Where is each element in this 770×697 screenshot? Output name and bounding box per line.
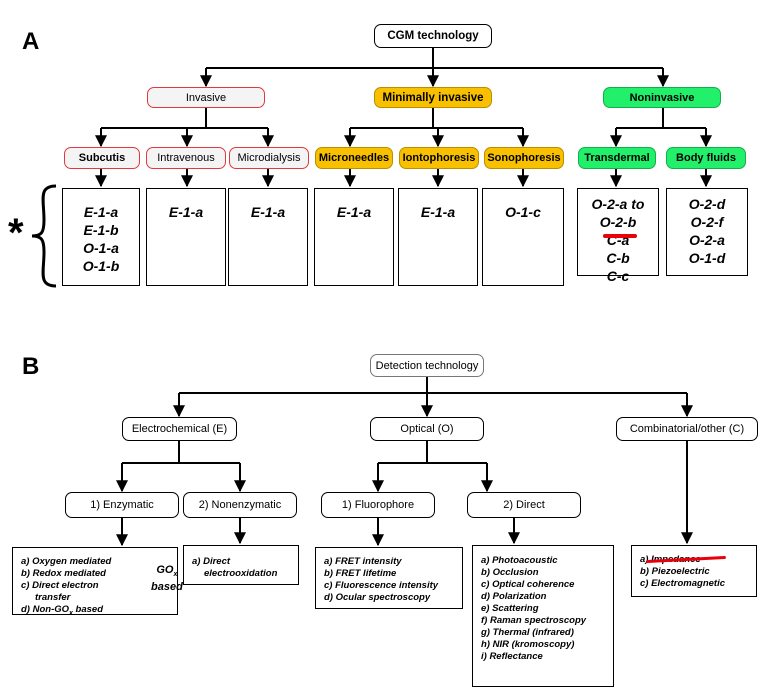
- list-item: d) Polarization: [481, 591, 547, 602]
- body-fluids-codes: O-2-d O-2-f O-2-a O-1-d: [666, 188, 748, 276]
- item-subscript: x: [69, 609, 73, 617]
- nonenzymatic-node: 2) Nonenzymatic: [183, 492, 297, 518]
- gox-brace-label: GOx based: [151, 564, 183, 594]
- iontophoresis-node: Iontophoresis: [399, 147, 479, 169]
- list-item: b) Occlusion: [481, 567, 539, 578]
- strikethrough-c-a: [603, 234, 637, 238]
- gox-subscript: x: [173, 571, 178, 579]
- combinatorial-list: a) Impedance b) Piezoelectric c) Electro…: [631, 545, 757, 597]
- electrochemical-node: Electrochemical (E): [122, 417, 237, 441]
- code: O-1-a: [83, 240, 119, 256]
- list-item: c) Direct electron: [21, 580, 99, 591]
- list-item: g) Thermal (infrared): [481, 627, 574, 638]
- list-item: c) Electromagnetic: [640, 578, 725, 589]
- sonophoresis-codes: O-1-c: [482, 188, 564, 286]
- subcutis-node: Subcutis: [64, 147, 140, 169]
- list-item: a) Direct: [192, 556, 231, 567]
- list-item: electrooxidation: [204, 568, 278, 579]
- invasive-node: Invasive: [147, 87, 265, 108]
- code: C-c: [606, 268, 630, 284]
- list-item: c) Fluorescence intensity: [324, 580, 439, 591]
- transdermal-codes: O-2-a to O-2-b C-a C-b C-c: [577, 188, 659, 284]
- cgm-technology-root: CGM technology: [374, 24, 492, 48]
- code: E-1-b: [83, 222, 119, 238]
- detection-technology-root: Detection technology: [370, 354, 484, 377]
- direct-list: a) Photoacoustic b) Occlusion c) Optical…: [472, 545, 614, 687]
- enzymatic-list: a) Oxygen mediated b) Redox mediated c) …: [12, 547, 183, 617]
- list-item: c) Optical coherence: [481, 579, 575, 590]
- code: E-1-a: [83, 204, 119, 220]
- list-item: f) Raman spectroscopy: [481, 615, 587, 626]
- fluorophore-node: 1) Fluorophore: [321, 492, 435, 518]
- panel-a-label: A: [22, 28, 40, 55]
- based-text: based: [151, 581, 183, 594]
- code: O-2-b: [599, 214, 637, 230]
- code: C-b: [606, 250, 630, 266]
- transdermal-node: Transdermal: [578, 147, 656, 169]
- iontophoresis-codes: E-1-a: [398, 188, 478, 286]
- list-item: e) Scattering: [481, 603, 539, 614]
- code: E-1-a: [336, 204, 372, 220]
- intravenous-codes: E-1-a: [146, 188, 226, 286]
- microdialysis-codes: E-1-a: [228, 188, 308, 286]
- list-item: b) Redox mediated: [21, 568, 106, 579]
- list-item: d) Ocular spectroscopy: [324, 592, 431, 603]
- microneedles-node: Microneedles: [315, 147, 393, 169]
- list-item: transfer: [35, 592, 71, 603]
- curly-brace: [31, 184, 57, 288]
- fluorophore-list: a) FRET intensity b) FRET lifetime c) Fl…: [315, 547, 463, 609]
- panel-b-label: B: [22, 353, 40, 380]
- code: O-2-d: [688, 196, 726, 212]
- gox-text: GO: [156, 564, 174, 576]
- microdialysis-node: Microdialysis: [229, 147, 309, 169]
- list-item: a) FRET intensity: [324, 556, 402, 567]
- code: O-1-d: [688, 250, 726, 266]
- code: E-1-a: [168, 204, 204, 220]
- code: O-1-b: [82, 258, 120, 274]
- enzymatic-node: 1) Enzymatic: [65, 492, 179, 518]
- item-text: d) Non-GO: [21, 604, 70, 615]
- asterisk-mark: *: [8, 211, 24, 255]
- nonenzymatic-list: a) Direct electrooxidation: [183, 545, 299, 585]
- list-item: b) Piezoelectric: [640, 566, 710, 577]
- microneedles-codes: E-1-a: [314, 188, 394, 286]
- item-text: based: [72, 604, 104, 615]
- code: O-2-a to: [591, 196, 645, 212]
- subcutis-codes: E-1-a E-1-b O-1-a O-1-b: [62, 188, 140, 286]
- minimally-invasive-node: Minimally invasive: [374, 87, 492, 108]
- list-item: i) Reflectance: [481, 651, 543, 662]
- direct-node: 2) Direct: [467, 492, 581, 518]
- code: E-1-a: [250, 204, 286, 220]
- list-item: d) Non-GOx based: [21, 604, 171, 620]
- list-item: a) Oxygen mediated: [21, 556, 112, 567]
- sonophoresis-node: Sonophoresis: [484, 147, 564, 169]
- list-item: h) NIR (kromoscopy): [481, 639, 575, 650]
- code: E-1-a: [420, 204, 456, 220]
- combinatorial-node: Combinatorial/other (C): [616, 417, 758, 441]
- list-item: b) FRET lifetime: [324, 568, 397, 579]
- noninvasive-node: Noninvasive: [603, 87, 721, 108]
- optical-node: Optical (O): [370, 417, 484, 441]
- body-fluids-node: Body fluids: [666, 147, 746, 169]
- code: O-2-f: [690, 214, 724, 230]
- list-item: a) Photoacoustic: [481, 555, 558, 566]
- code: O-2-a: [689, 232, 725, 248]
- code: O-1-c: [505, 204, 541, 220]
- intravenous-node: Intravenous: [146, 147, 226, 169]
